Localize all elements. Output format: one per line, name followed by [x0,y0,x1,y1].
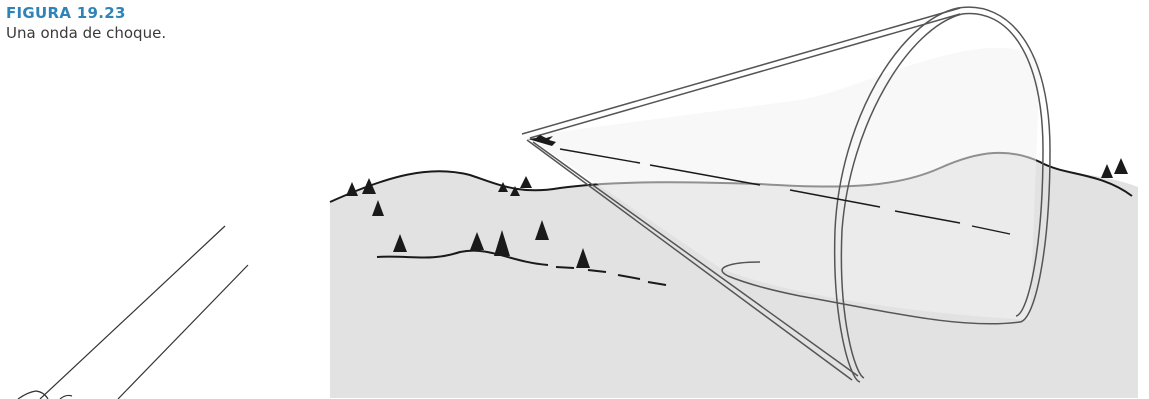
wake-inset [18,226,248,399]
